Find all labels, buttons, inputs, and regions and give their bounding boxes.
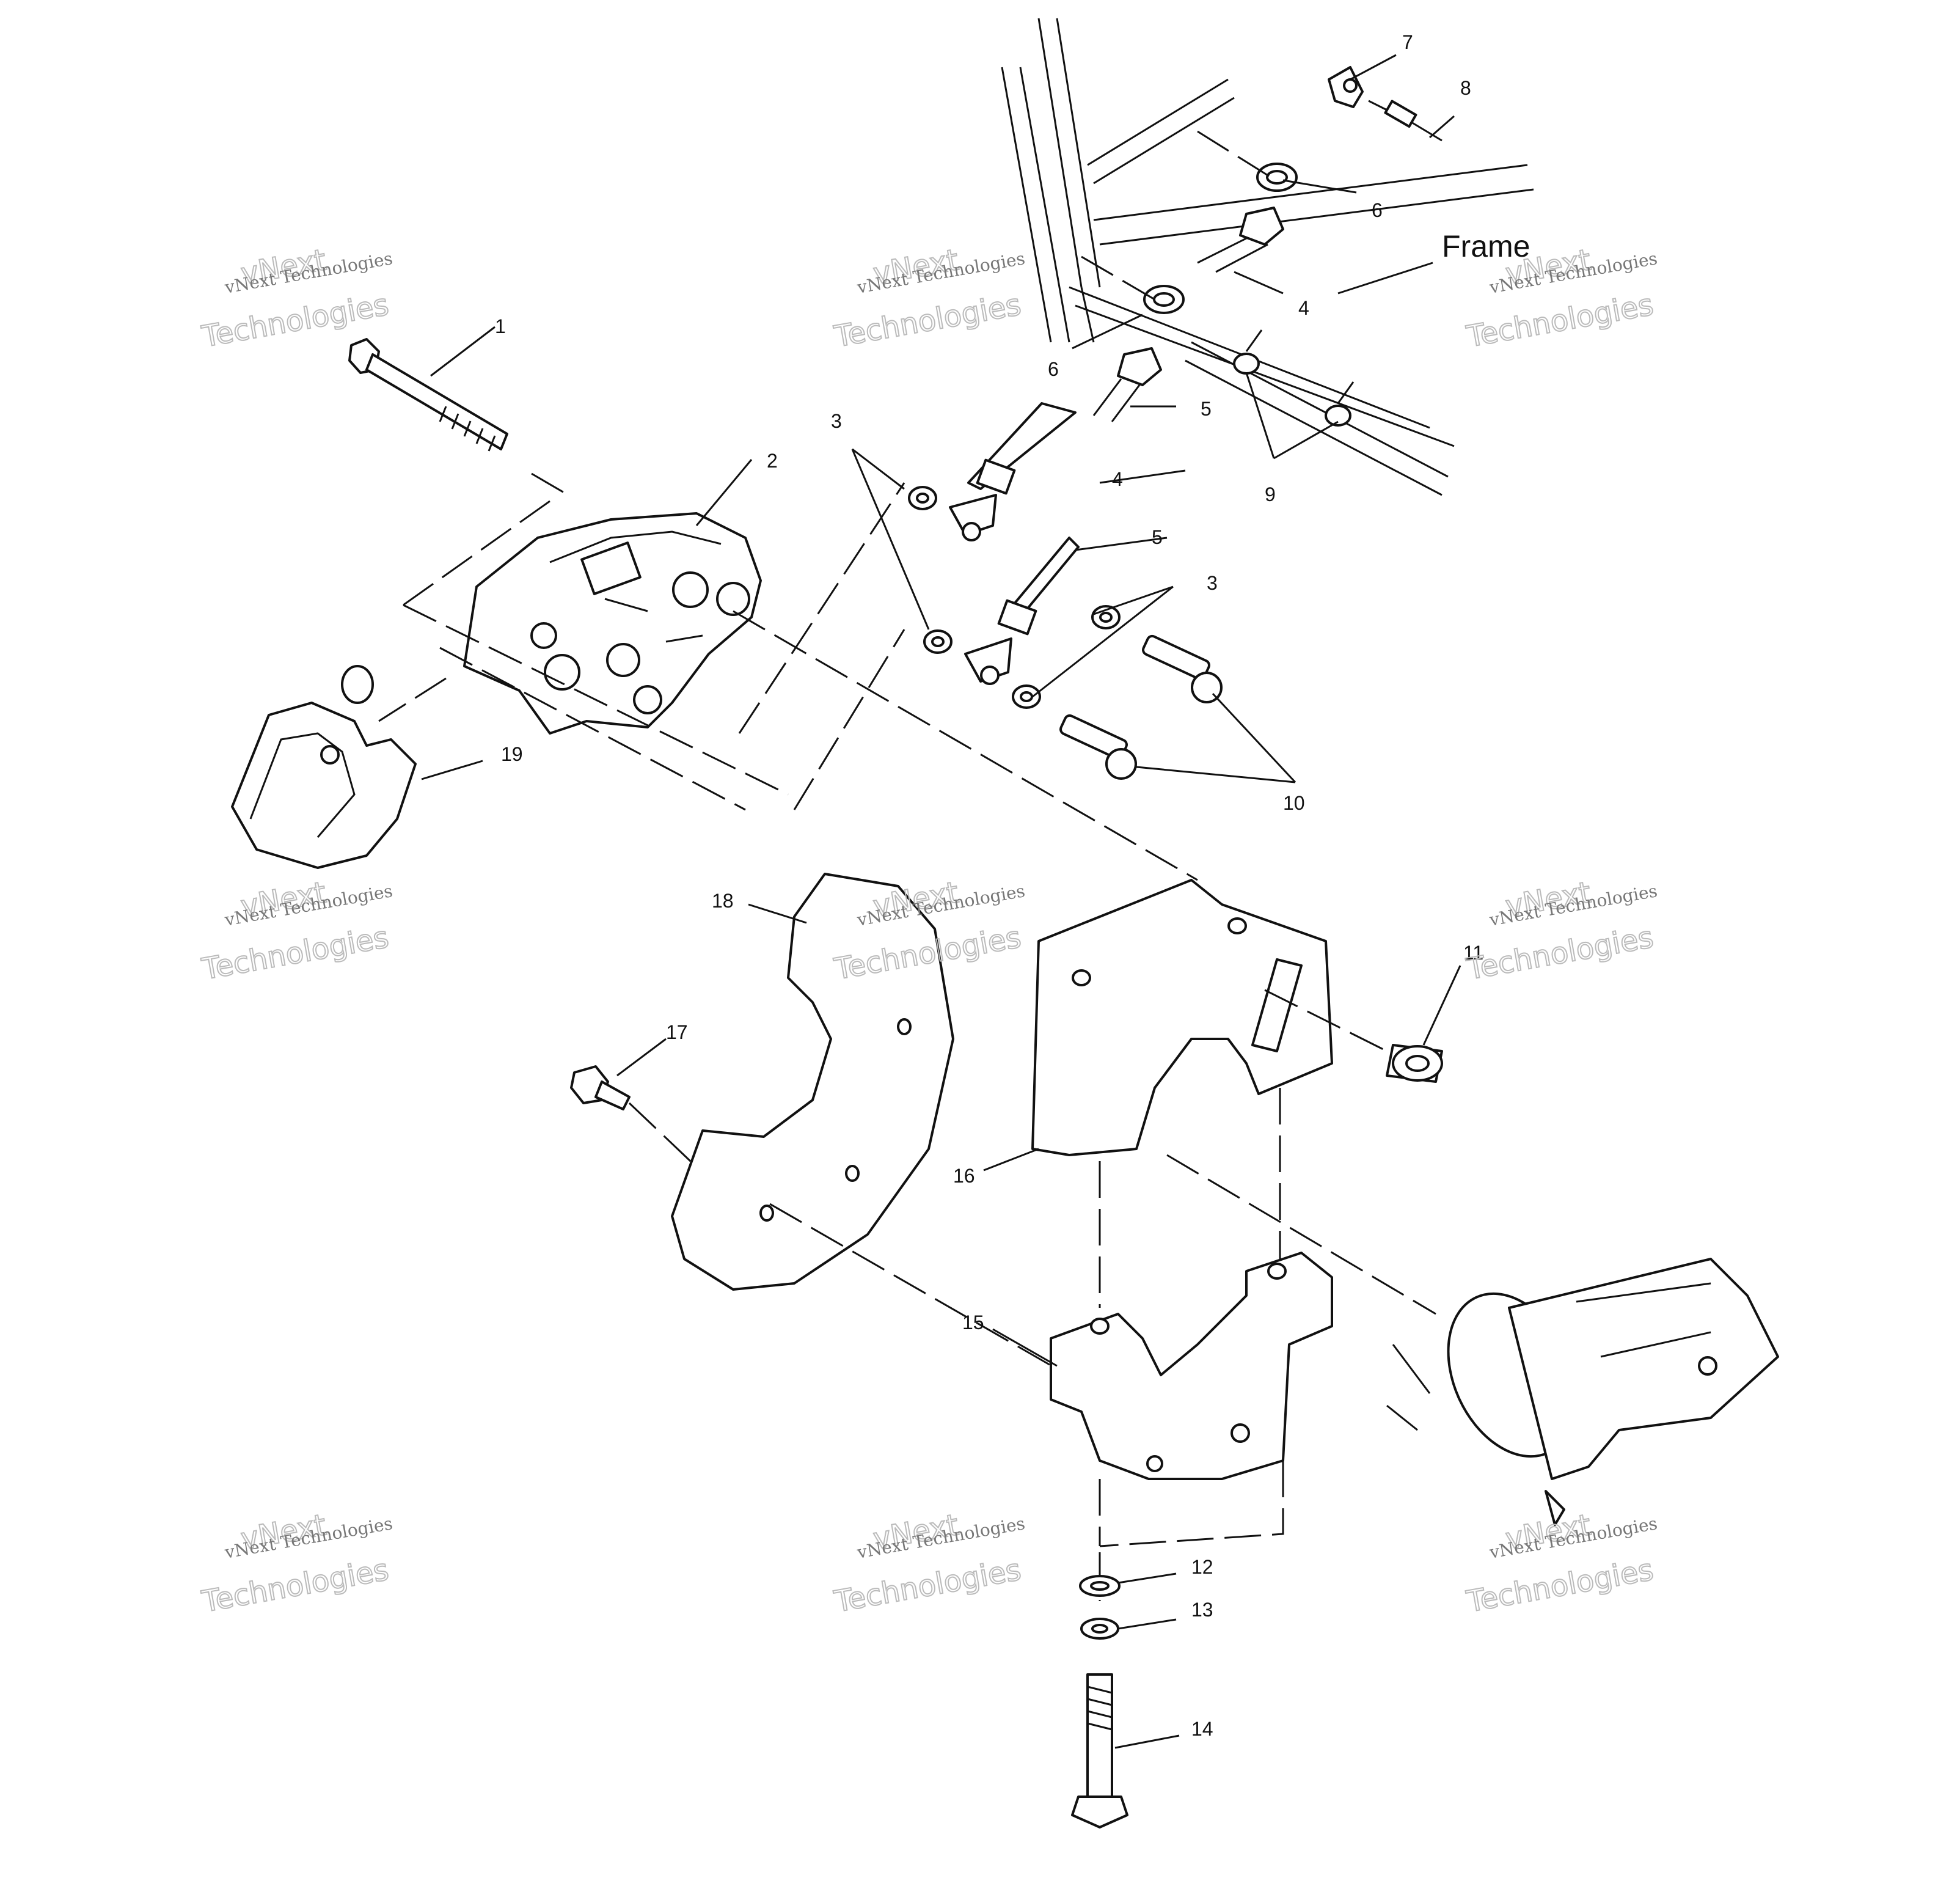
callout-1: 1 [495, 315, 506, 337]
part-1-bolt [348, 338, 508, 452]
callout-5a: 5 [1201, 398, 1212, 420]
part-11-bushing [1264, 989, 1443, 1083]
callout-4a: 4 [1298, 297, 1309, 319]
watermark: vNext vNext Technologies Technologies [831, 242, 1026, 354]
callout-5b: 5 [1152, 526, 1163, 548]
leader-lines [421, 54, 1461, 1749]
part-17-bolt [570, 1065, 631, 1110]
part-19-brake-pad [231, 665, 417, 869]
part-8-bleeder [1368, 100, 1443, 142]
callout-11: 11 [1463, 942, 1483, 964]
part-4-brake-hose [949, 402, 1077, 541]
part-10-bolts [1059, 634, 1223, 780]
callout-3b: 3 [1207, 572, 1218, 594]
part-9-clamps [1233, 329, 1355, 427]
watermark: vNext vNext Technologies Technologies [1463, 1507, 1659, 1619]
part-14-bolt [1071, 1673, 1128, 1828]
callout-17: 17 [666, 1021, 688, 1043]
watermark-text-large: Technologies [199, 1553, 391, 1619]
part-2-caliper [463, 512, 762, 735]
callout-18: 18 [712, 890, 734, 912]
part-6-washer-lower [1143, 285, 1185, 314]
callout-15: 15 [962, 1311, 984, 1333]
watermark-text-large: Technologies [1464, 1553, 1656, 1619]
watermark-text-large: Technologies [832, 288, 1023, 354]
part-7-clip [1328, 66, 1364, 108]
part-5-brake-hose [964, 537, 1080, 685]
watermark-text-large: Technologies [1464, 920, 1656, 987]
watermark: vNext vNext Technologies Technologies [1463, 875, 1659, 987]
callout-10: 10 [1283, 792, 1305, 814]
callout-labels: 1 2 3 3 4 4 5 5 6 6 7 8 9 10 11 12 13 14… [495, 31, 1530, 1740]
axle-housing [1386, 1258, 1779, 1526]
callout-13: 13 [1191, 1599, 1213, 1621]
callout-7: 7 [1402, 31, 1413, 53]
part-18-brake-plate [671, 873, 954, 1291]
callout-6b: 6 [1048, 358, 1059, 380]
part-3-washers [908, 486, 1121, 709]
callout-4b: 4 [1112, 468, 1123, 490]
callout-16: 16 [953, 1165, 975, 1187]
callout-14: 14 [1191, 1718, 1213, 1740]
callout-6a: 6 [1372, 199, 1383, 221]
part-5-fitting-upper [1092, 347, 1162, 422]
watermark: vNext vNext Technologies Technologies [199, 1507, 394, 1619]
part-16-upper-bracket [1031, 879, 1333, 1156]
callout-9: 9 [1265, 483, 1276, 505]
watermark-text-large: Technologies [1464, 288, 1656, 354]
part-12-washer [1079, 1575, 1121, 1597]
watermark: vNext vNext Technologies Technologies [199, 242, 394, 354]
callout-19: 19 [501, 743, 523, 765]
part-15-lower-bracket [1050, 1252, 1333, 1480]
callout-8: 8 [1460, 77, 1471, 99]
callout-3a: 3 [831, 410, 842, 432]
callout-2: 2 [767, 450, 778, 472]
part-6-washer-upper [1256, 163, 1298, 192]
part-4-fitting-upper [1197, 207, 1284, 273]
part-13-lockwasher [1080, 1618, 1119, 1640]
watermark: vNext vNext Technologies Technologies [199, 875, 394, 987]
frame-label: Frame [1442, 229, 1530, 263]
brake-line-assembly [908, 66, 1443, 780]
watermark-text-large: Technologies [199, 920, 391, 987]
watermark: vNext vNext Technologies Technologies [831, 1507, 1026, 1619]
callout-12: 12 [1191, 1556, 1213, 1578]
watermark-text-large: Technologies [832, 1553, 1023, 1619]
